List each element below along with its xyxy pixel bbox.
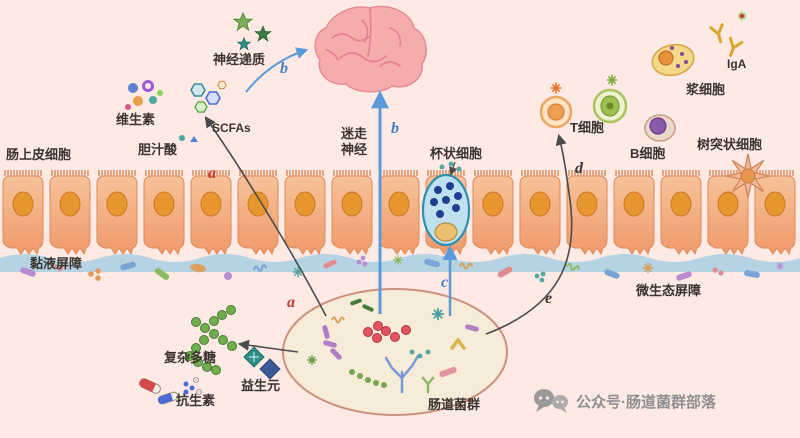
plasma-cell xyxy=(651,43,695,77)
label-neurotransmitters: 神经递质 xyxy=(213,52,266,67)
letter-e: e xyxy=(545,290,553,307)
arrow-a-metabolites xyxy=(204,116,327,317)
antibiotic-pill-icons xyxy=(139,377,202,405)
letter-d: d xyxy=(575,160,583,177)
brain-illustration xyxy=(314,5,427,93)
arrows xyxy=(204,47,573,353)
letter-b-vagus: b xyxy=(391,120,399,137)
label-bile-acids: 胆汁酸 xyxy=(138,142,178,157)
arrow-b-to-brain xyxy=(245,47,309,93)
label-goblet-cell: 杯状细胞 xyxy=(430,146,483,161)
arrow-goblet-label xyxy=(449,161,458,176)
label-plasma-cell: 浆细胞 xyxy=(686,82,726,97)
label-mucus-barrier: 黏液屏障 xyxy=(30,256,83,271)
watermark-text: 公众号·肠道菌群部落 xyxy=(576,393,716,411)
label-vitamins: 维生素 xyxy=(116,112,156,127)
goblet-cell xyxy=(421,161,471,247)
letter-b-curve: b xyxy=(280,60,288,77)
label-gut-microbiota: 肠道菌群 xyxy=(428,397,481,412)
antigen-spark-green xyxy=(606,74,618,86)
vitamin-icons xyxy=(125,80,163,110)
prebiotic-diamond-icons xyxy=(243,346,281,380)
t-cell-1 xyxy=(539,95,573,129)
polysaccharide-bead-icons xyxy=(185,305,237,375)
bacteria-band xyxy=(20,255,785,283)
label-epithelial-cells: 肠上皮细胞 xyxy=(6,147,72,162)
bile-acid-icons xyxy=(179,135,198,142)
neurotransmitter-star-icons xyxy=(233,12,272,50)
iga-antibody-icons xyxy=(709,11,747,59)
label-microecological-barrier: 微生态屏障 xyxy=(636,283,702,298)
label-b-cell: B细胞 xyxy=(630,146,666,161)
epithelium xyxy=(2,169,796,255)
label-iga: IgA xyxy=(727,57,747,71)
label-dendritic-cell: 树突状细胞 xyxy=(697,137,763,152)
label-vagus-line2: 神经 xyxy=(340,142,367,158)
letter-a-upper: a xyxy=(208,165,216,182)
letter-c: c xyxy=(441,274,449,291)
scfa-hexagon-icons xyxy=(190,80,227,113)
antigen-spark-orange xyxy=(550,82,562,94)
arrow-polysaccharide xyxy=(237,339,299,353)
label-antibiotics: 抗生素 xyxy=(176,393,216,408)
label-t-cell: T细胞 xyxy=(570,120,604,135)
t-cell-2 xyxy=(592,88,628,124)
mucus-layer xyxy=(0,254,800,272)
b-cell xyxy=(644,114,676,142)
chat-bubbles-icon xyxy=(534,389,568,413)
label-vagus-line1: 迷走 xyxy=(340,126,367,141)
dendritic-cell xyxy=(725,153,771,199)
arrow-de-immune xyxy=(485,133,573,335)
label-vagus-nerve: 迷走 神经 xyxy=(334,126,374,159)
watermark: 公众号·肠道菌群部落 xyxy=(532,388,716,414)
label-scfas: SCFAs xyxy=(212,121,251,135)
label-prebiotics: 益生元 xyxy=(241,378,281,393)
microbiota-pool xyxy=(282,288,508,416)
letter-a-lower: a xyxy=(287,294,295,311)
label-complex-polysaccharides: 复杂多糖 xyxy=(164,350,217,365)
